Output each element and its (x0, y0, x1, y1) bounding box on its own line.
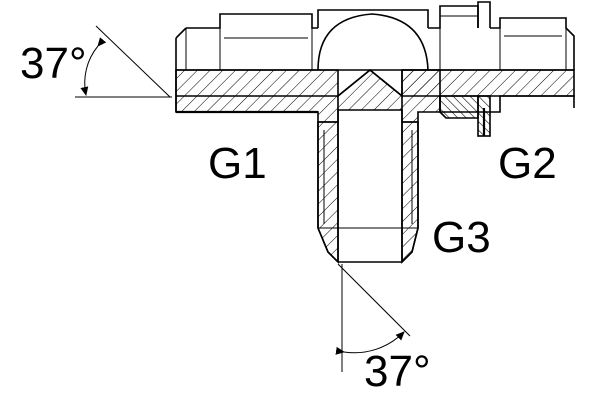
horizontal-section (175, 68, 575, 137)
bottom-angle-label: 37° (364, 347, 431, 396)
g3-right-wall-hatch (401, 121, 419, 264)
g2-section-hatch (401, 69, 575, 97)
bottom-cone-extension-line (337, 263, 411, 337)
washer-top (477, 1, 491, 28)
left-cone-extension-line (95, 25, 171, 98)
bottom-angle-dimension (335, 263, 411, 372)
locknut-top (428, 5, 479, 29)
g1-label: G1 (208, 139, 267, 188)
body-top-outline (317, 9, 429, 28)
drill-cone (337, 68, 403, 97)
g3-outer-outline (317, 122, 419, 263)
g1-top-outline (186, 13, 318, 29)
left-angle-dimension (75, 25, 172, 98)
g3-branch (317, 68, 419, 264)
g2-top-outline (490, 17, 575, 70)
g2-male-end (428, 1, 575, 70)
body-top (317, 9, 429, 71)
locknut-section (439, 95, 479, 119)
bottom-angle-arc (335, 331, 405, 355)
g2-label: G2 (498, 139, 557, 188)
top-angle-label: 37° (20, 39, 87, 88)
body-sphere (317, 13, 429, 71)
g1-male-end (175, 13, 318, 70)
g1-top-chamfer (175, 27, 187, 39)
left-angle-arc (80, 37, 107, 96)
g3-label: G3 (432, 213, 491, 262)
g3-left-wall-hatch (317, 121, 339, 264)
